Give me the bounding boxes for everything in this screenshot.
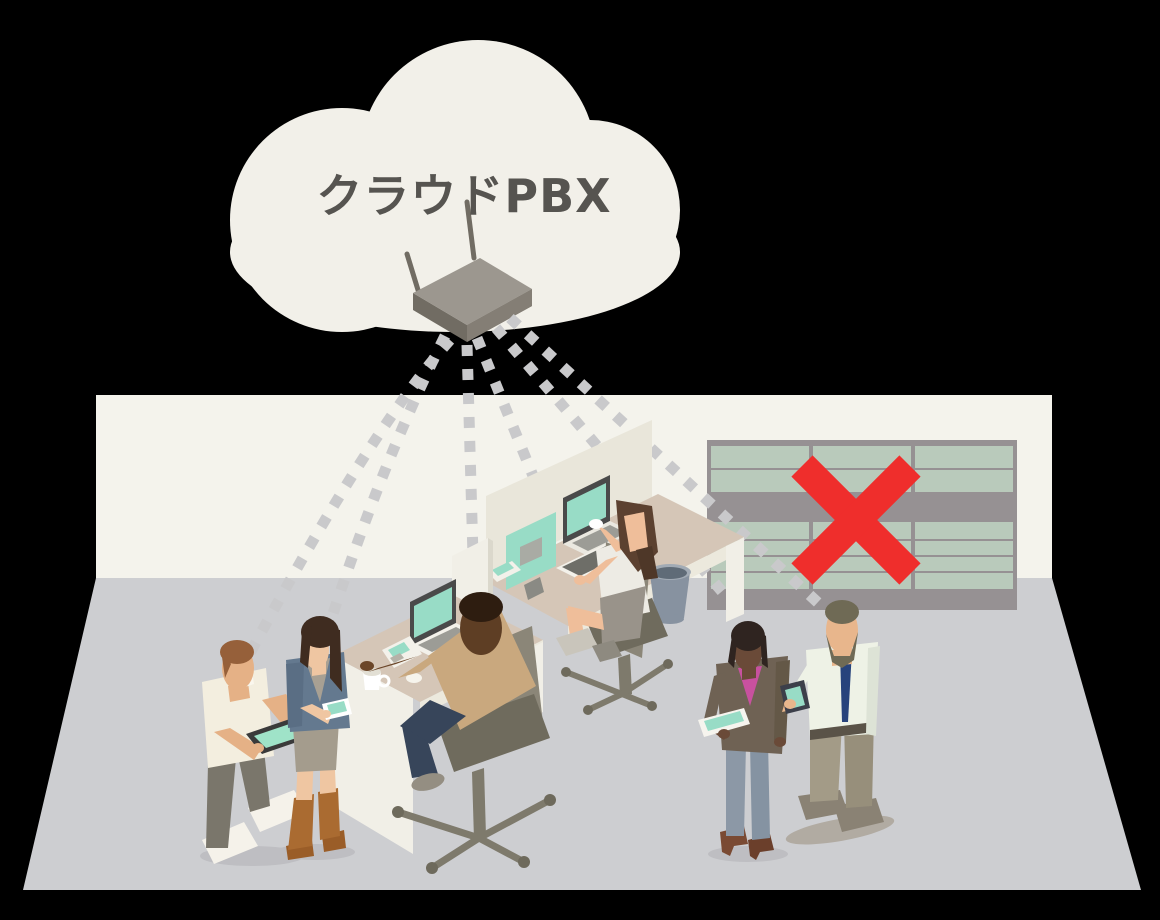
- boot: [318, 788, 340, 840]
- router-body-front: [467, 289, 532, 342]
- pants-leg: [206, 758, 236, 848]
- woman-hair-side: [330, 628, 342, 692]
- sneaker: [592, 640, 622, 662]
- man-hair: [220, 640, 254, 664]
- seated-woman: [556, 500, 673, 715]
- monitor-window: [520, 537, 542, 566]
- beard: [826, 632, 858, 668]
- man-hair-side: [221, 650, 231, 678]
- cloud-shape: [230, 40, 680, 332]
- jacket-sleeve: [286, 662, 304, 728]
- standing-man-right: [780, 600, 895, 845]
- woman-ponytail: [636, 546, 658, 580]
- signal-beam: [471, 335, 548, 501]
- signal-beam: [506, 313, 832, 617]
- man-calf: [402, 726, 438, 778]
- tie: [840, 650, 852, 722]
- chair-casters: [392, 794, 556, 874]
- woman-hair-side: [760, 632, 768, 668]
- chair-seat: [438, 694, 550, 772]
- cloud-pbx-label: クラウドPBX: [316, 169, 611, 223]
- seated-man: [360, 592, 556, 874]
- desk-leg-back: [726, 538, 744, 622]
- woman-hair-side: [728, 634, 738, 668]
- forearm: [214, 728, 262, 760]
- blazer: [716, 656, 788, 754]
- man-hair: [825, 600, 859, 624]
- blazer-sleeve: [702, 672, 726, 728]
- pbx-router: [404, 199, 532, 342]
- man-hair: [459, 592, 503, 622]
- monitor-stand: [524, 577, 544, 600]
- forearm: [300, 704, 332, 724]
- pants-leg: [844, 716, 874, 808]
- desk-phone-back: [488, 561, 521, 582]
- shoe: [248, 790, 308, 832]
- legacy-pbx-cabinet: [707, 440, 1017, 610]
- cup: [589, 519, 603, 529]
- tablet-screen: [704, 711, 744, 731]
- cloud-dash-detail: [646, 267, 663, 274]
- man-sweater: [428, 604, 536, 730]
- chair-casters: [561, 659, 673, 715]
- phone-screen: [327, 701, 347, 715]
- laptop-screen: [567, 483, 606, 536]
- woman-arm: [580, 556, 618, 584]
- belt: [810, 722, 874, 740]
- woman-hair: [731, 621, 765, 651]
- jeans-leg: [726, 744, 746, 836]
- chair-star-base: [564, 661, 670, 713]
- chair-post: [472, 768, 486, 840]
- woman-forearm: [598, 526, 626, 552]
- laptop-keys: [572, 525, 626, 551]
- heel-shoe: [748, 834, 774, 860]
- man-thigh: [400, 700, 466, 744]
- jeans-leg: [750, 740, 770, 840]
- woman-skirt: [600, 586, 646, 644]
- trash-bin: [649, 564, 691, 624]
- woman-face: [624, 512, 648, 552]
- chair-star-base: [396, 796, 552, 871]
- boot: [288, 794, 314, 850]
- laptop-screen: [414, 587, 452, 638]
- sneaker: [556, 628, 598, 656]
- red-x-mark: [791, 455, 921, 585]
- desk-phone-front: [382, 636, 422, 668]
- man-shoe: [411, 773, 445, 791]
- signal-beam: [461, 344, 479, 557]
- shirt-sleeve: [866, 646, 880, 736]
- pants-leg: [810, 722, 842, 802]
- router-antenna-right: [464, 199, 477, 261]
- man-hand: [360, 661, 374, 671]
- standing-woman-left: [275, 616, 355, 860]
- man-sleeve: [398, 636, 468, 678]
- hand: [774, 737, 786, 747]
- shoe: [202, 822, 258, 864]
- router-antenna-left: [404, 251, 421, 293]
- floor-shadow: [708, 846, 788, 862]
- blazer-sleeve: [774, 660, 790, 742]
- mouse: [406, 673, 422, 683]
- pants-leg: [238, 750, 270, 812]
- standing-woman-right: [698, 621, 790, 862]
- man-forearm: [368, 656, 418, 672]
- laptop-keys: [418, 627, 470, 652]
- hand: [784, 699, 796, 709]
- desk-side-panel: [333, 656, 413, 854]
- router-body-top: [413, 258, 532, 325]
- woman-hair-side: [300, 626, 312, 668]
